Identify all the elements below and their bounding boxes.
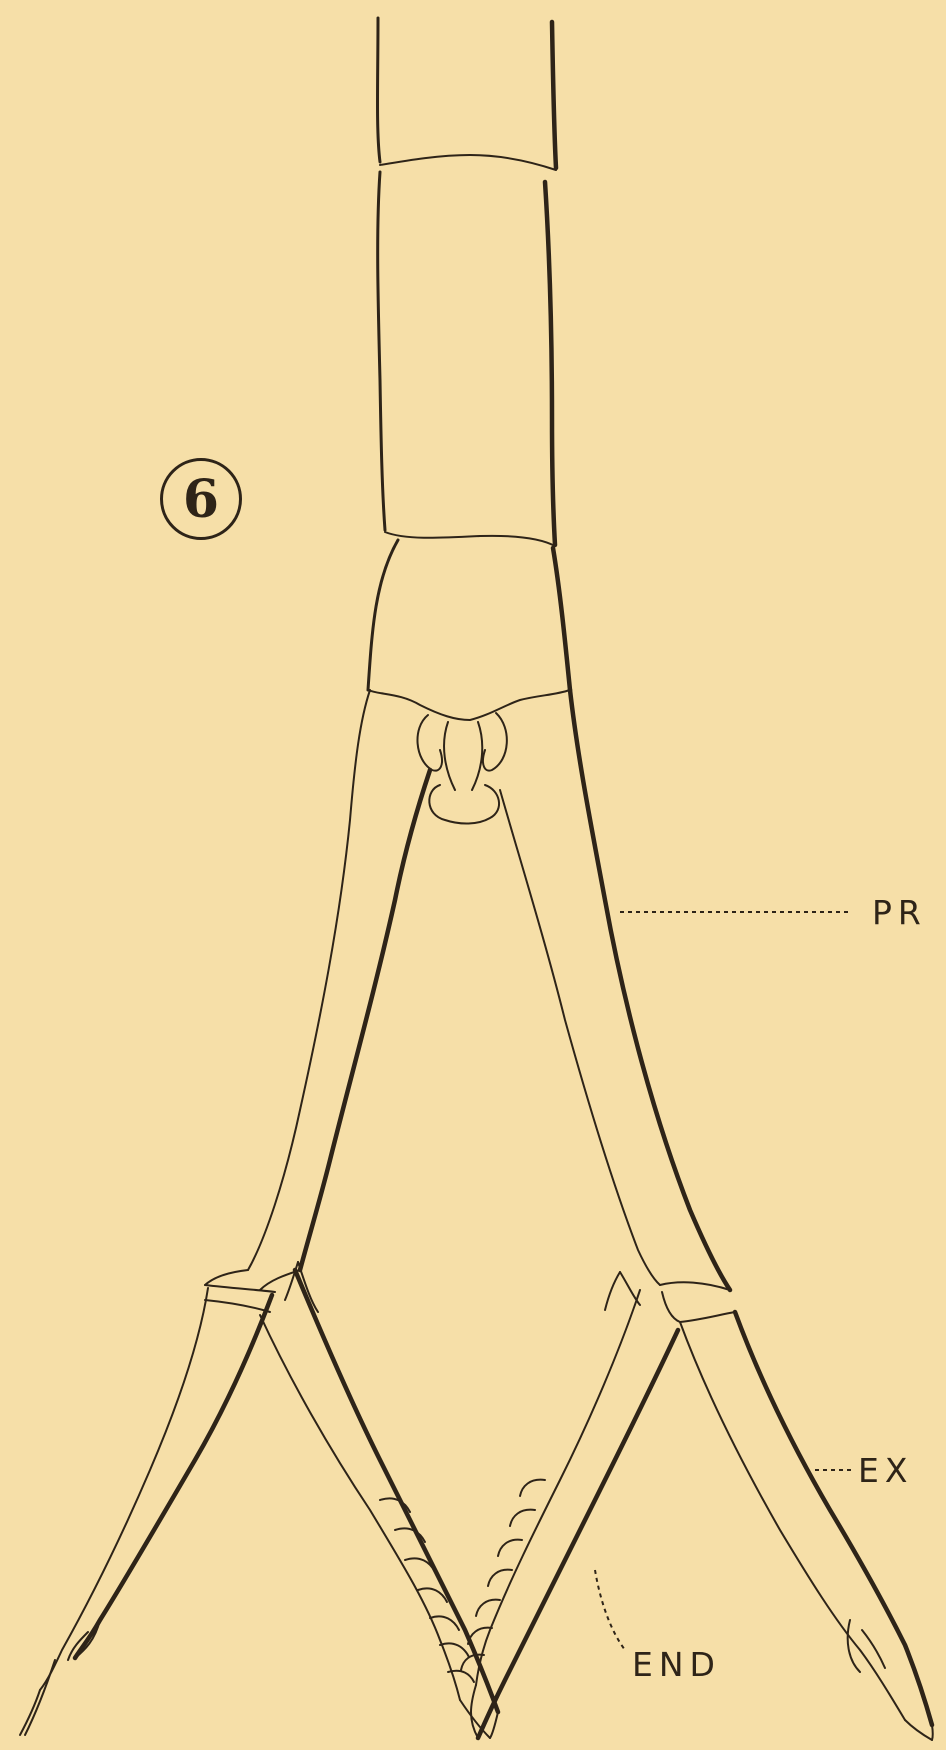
label-pr: PR <box>872 896 927 929</box>
middle-segment <box>378 172 555 546</box>
left-exopodite <box>20 1288 272 1735</box>
label-end: END <box>632 1648 721 1681</box>
end-leader-line <box>595 1570 625 1650</box>
telson-segment <box>368 540 570 720</box>
left-protopodite <box>205 690 430 1292</box>
figure-number-badge: 6 <box>160 458 242 540</box>
right-protopodite <box>500 690 735 1322</box>
label-ex: EX <box>858 1454 913 1487</box>
upper-segment <box>378 18 557 170</box>
